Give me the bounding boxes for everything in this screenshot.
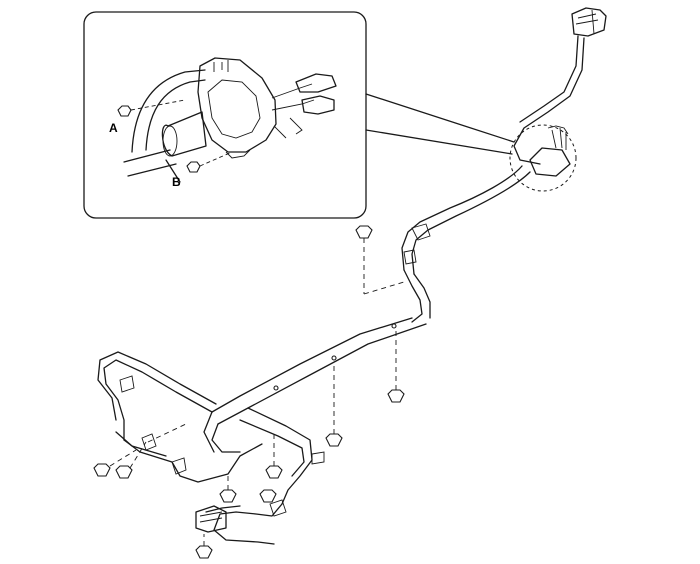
harness-bend-inner	[413, 273, 431, 319]
bracket-hole-2	[331, 355, 337, 361]
harness-right-lower-inner	[239, 419, 305, 477]
nut-icon	[325, 433, 343, 447]
inset-ties	[273, 117, 303, 139]
label-a: A	[109, 121, 118, 135]
nut-b-icon	[186, 161, 201, 173]
inset-pipe-lower-a	[123, 149, 171, 163]
connector-bottom-detail	[199, 511, 223, 523]
harness-clip-3	[119, 375, 135, 393]
harness-clip-7	[269, 499, 287, 517]
harness-mid-branch	[211, 423, 241, 453]
nut-icon	[195, 545, 213, 559]
harness-bracket-lower	[217, 323, 427, 425]
inset-wire-lower	[271, 99, 315, 111]
nut-icon	[387, 389, 405, 403]
harness-mid-branch-inner	[203, 411, 215, 453]
detail-circle	[509, 124, 577, 192]
bracket-hole-3	[273, 385, 279, 391]
nut-a-icon	[117, 105, 132, 117]
inset-leader-a	[130, 99, 186, 111]
inset-tube-end	[162, 125, 178, 157]
inset-wire-upper	[271, 83, 313, 99]
inset-connector-line-lower	[365, 129, 513, 155]
harness-wire-top-inner	[519, 35, 579, 123]
connector-top-icon	[571, 7, 607, 37]
nut-icon	[115, 465, 133, 479]
inset-terminal-lower	[301, 95, 335, 115]
wiring-harness	[97, 7, 607, 545]
harness-trunk-upper	[401, 165, 523, 271]
inset-grommet-inner	[207, 79, 261, 139]
inset-pipe-upper-outer	[131, 69, 206, 153]
harness-clip-2	[403, 249, 417, 265]
harness-clip-5	[171, 457, 187, 475]
inset-grommet-tab	[225, 149, 251, 159]
hardware-nuts	[93, 225, 405, 559]
nut-leader	[109, 449, 137, 467]
harness-clip-1	[411, 223, 431, 241]
nut-icon	[259, 489, 277, 503]
inset-grommet-body	[197, 57, 277, 153]
harness-bottom-branch	[213, 503, 283, 545]
inset-leader-b	[199, 151, 233, 167]
harness-bottom-branch-inner	[205, 505, 241, 513]
connector-top-detail	[575, 9, 599, 35]
inset-pipe-tail	[165, 159, 181, 183]
harness-left-loop-inner	[97, 351, 217, 421]
nut-icon	[355, 225, 373, 239]
harness-grommet-terminals	[551, 127, 567, 150]
harness-clip-4	[141, 433, 157, 451]
harness-bend	[403, 269, 423, 323]
inset-terminal-upper	[295, 73, 337, 93]
harness-right-lower	[247, 407, 313, 505]
nut-leader	[147, 423, 187, 443]
harness-bracket-upper	[211, 317, 413, 413]
harness-trunk-upper-inner	[411, 171, 531, 275]
inset-pipe-lower-b	[127, 163, 177, 177]
harness-lower-left	[123, 439, 263, 483]
harness-left-loop-outer	[103, 359, 213, 441]
inset-pipe-upper-inner	[145, 79, 206, 151]
detail-inset: A B	[83, 11, 367, 219]
harness-lower-left-inner	[115, 431, 167, 457]
inset-tube	[161, 111, 207, 157]
connector-bottom-icon	[195, 505, 227, 533]
inset-grommet-clip	[213, 60, 229, 72]
nut-icon	[93, 463, 111, 477]
harness-clip-6	[311, 451, 325, 465]
harness-grommet	[529, 147, 571, 177]
nut-leader	[363, 281, 405, 295]
inset-connector-line-upper	[365, 93, 515, 143]
label-b: B	[172, 175, 181, 189]
inset-frame	[83, 11, 367, 219]
nut-icon	[265, 465, 283, 479]
nut-icon	[219, 489, 237, 503]
harness-wire-top	[513, 37, 585, 165]
harness-grommet-clips	[547, 125, 569, 135]
bracket-hole-1	[391, 323, 397, 329]
